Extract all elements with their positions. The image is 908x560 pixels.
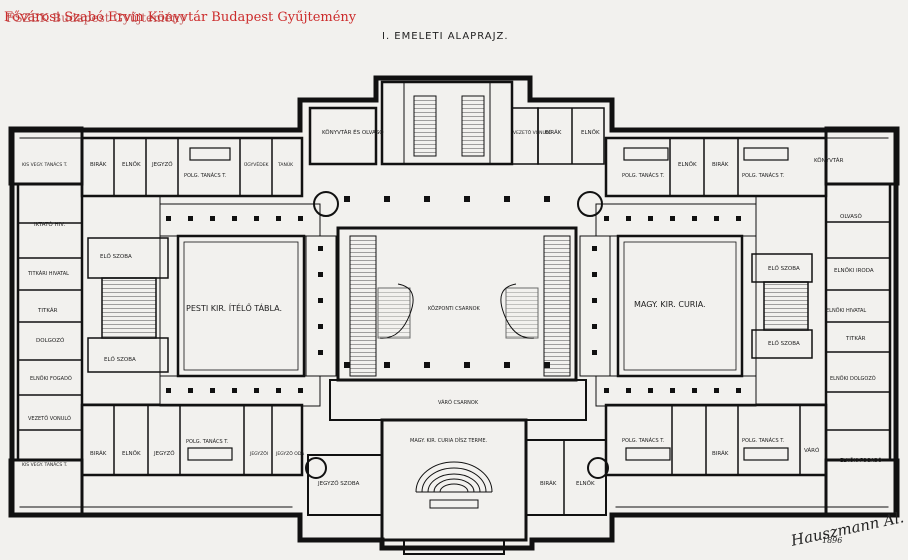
label-birak-br: BIRÁK [712, 450, 729, 457]
label-elnok-bc: ELNÖK [576, 480, 595, 487]
label-polg-tanacs-tr1: POLG. TANÁCS T. [622, 172, 665, 179]
column-rows [166, 196, 741, 393]
side-wings [16, 182, 892, 462]
plan-title: I. EMELETI ALAPRAJZ. [382, 31, 509, 42]
ceremonial-hall-seating [403, 461, 505, 555]
label-elnoki-fogado-r: ELNÖKI FOGADÓ [840, 457, 882, 464]
label-polg-tanacs-tl: POLG. TANÁCS T. [184, 172, 227, 179]
label-birak-top: BIRÁK [545, 129, 562, 136]
label-polg-tanacs-tr2: POLG. TANÁCS T. [742, 172, 785, 179]
label-vezeto-vonulo: VEZETŐ VONULÓ [513, 129, 552, 136]
label-titkari-l: TITKÁRI HIVATAL [27, 270, 69, 277]
label-jegyzo-tl: JEGYZŐ [151, 161, 173, 168]
label-elnok-tl: ELNÖK [122, 161, 141, 168]
label-vezeto-vonulo-l: VEZETŐ VONULÓ [28, 415, 71, 422]
corridors [81, 195, 827, 407]
label-birak-bc: BIRÁK [540, 480, 557, 487]
label-kis-vegy-tanacs-top: KIS VEGY. TANÁCS T. [22, 161, 67, 168]
label-dolgozo-l: DOLGOZÓ [36, 337, 65, 344]
label-disz-terem: MAGY. KIR. CURIA DÍSZ TERME. [410, 437, 488, 444]
label-polg-tanacs-br1: POLG. TANÁCS T. [622, 437, 665, 444]
courtyard-labels: PESTI KIR. ÍTÉLŐ TÁBLA. MAGY. KIR. CURIA… [186, 300, 706, 313]
label-eloszoba-r2: ELŐ SZOBA [768, 340, 800, 347]
central-hall [329, 226, 587, 421]
label-jegyzo-oda-bl: JEGYZŐ ODA [275, 450, 305, 457]
label-tanuk-tl: TANÚK [277, 161, 294, 168]
label-birak-bl: BIRÁK [90, 450, 107, 457]
label-elnoki-dolgozo-r: ELNÖKI DOLGOZÓ [830, 375, 876, 382]
label-olvaso-r: OLVASÓ [840, 213, 862, 220]
label-elnok-tr: ELNÖK [678, 161, 697, 168]
label-jegyzo-szoba: JEGYZŐ SZOBA [317, 480, 360, 487]
label-eloszoba-r1: ELŐ SZOBA [768, 265, 800, 272]
label-eloszoba-l2: ELŐ SZOBA [104, 356, 136, 363]
signature-year: 1896 [822, 536, 843, 545]
label-elnok-top: ELNÖK [581, 129, 600, 136]
label-jegyzoi-bl: JEGYZŐI [249, 450, 268, 457]
label-polg-tanacs-bl: POLG. TANÁCS T. [186, 438, 229, 445]
label-varo-csarnok: VÁRÓ CSARNOK [438, 399, 479, 406]
label-kozponti-csarnok: KÖZPONTI CSARNOK [428, 305, 481, 312]
label-eloszoba-l1: ELŐ SZOBA [100, 253, 132, 260]
label-elnoki-fogado-l: ELNÖKI FOGADÓ [30, 375, 72, 382]
label-elnok-bl: ELNÖK [122, 450, 141, 457]
label-magy-kir-curia: MAGY. KIR. CURIA. [634, 300, 706, 309]
label-polg-tanacs-br2: POLG. TANÁCS T. [742, 437, 785, 444]
council-tables [187, 147, 789, 461]
label-titkar-l: TITKÁR [37, 307, 58, 314]
label-konyvtar-olvaso: KÖNYVTÁR ÉS OLVASÓ [322, 128, 384, 136]
label-ugyvedek-tl: ÜGYVÉDEK [244, 160, 270, 168]
label-konyvtar-r: KÖNYVTÁR [814, 157, 844, 164]
top-room-row [80, 80, 828, 198]
bottom-room-row [80, 403, 828, 542]
label-elnoki-iroda-r: ELNÖKI IRODA [834, 267, 874, 274]
label-jegyzo-bl: JEGYZŐ [153, 450, 175, 457]
room-labels: KÖNYVTÁR ÉS OLVASÓ VEZETŐ VONULÓ BIRÁK E… [22, 128, 882, 487]
label-birak-tr: BIRÁK [712, 161, 729, 168]
label-titkar-r: TITKÁR [845, 335, 866, 342]
label-iktato-l: IKTATÓ HIV. [34, 221, 65, 228]
stair-towers [305, 191, 609, 479]
label-varo-br: VÁRÓ [804, 447, 820, 454]
watermark: Fővárosi Szabó Ervin Könyvtár Budapest G… [4, 10, 357, 25]
label-birak-tl: BIRÁK [90, 161, 107, 168]
watermark-overlay: FSZEK Budapest Gyűjtemény [6, 11, 187, 25]
label-pesti-itelo-tabla: PESTI KIR. ÍTÉLŐ TÁBLA. [186, 302, 282, 313]
label-elnoki-hivatal-r: ELNÖKI HIVATAL [826, 307, 866, 314]
label-kis-vegy-tanacs-bl: KIS VEGY. TANÁCS T. [22, 461, 67, 468]
